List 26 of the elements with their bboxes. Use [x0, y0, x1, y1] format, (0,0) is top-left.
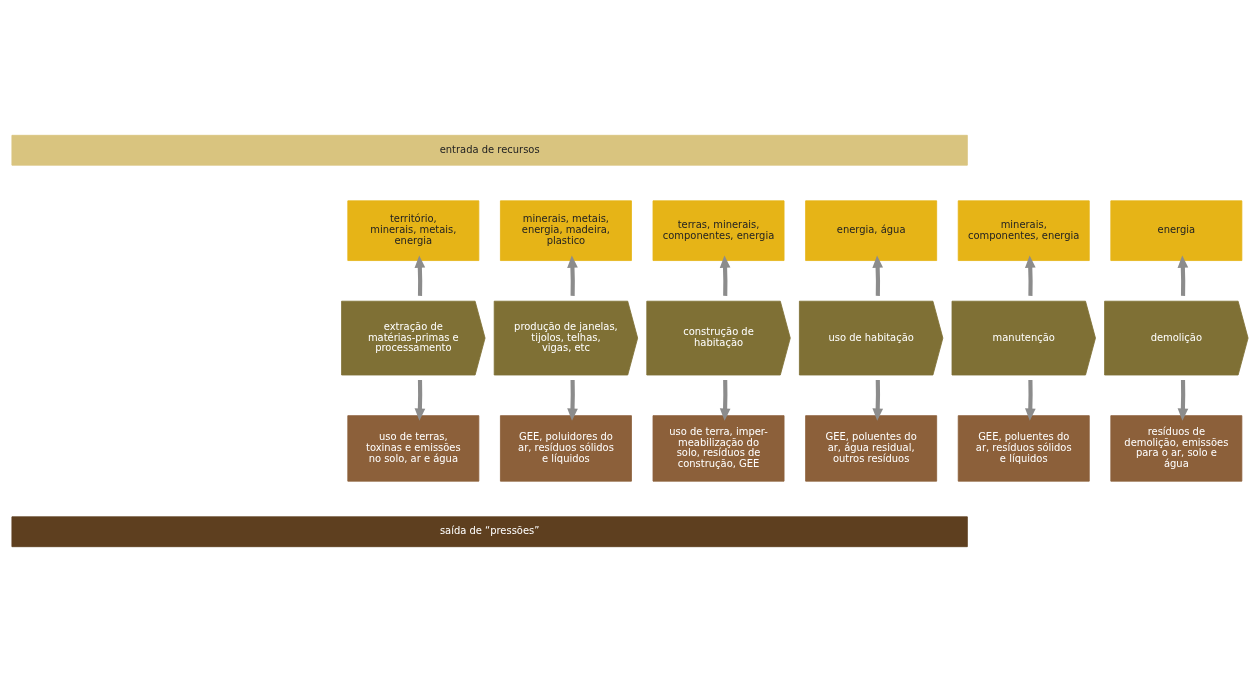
arrow: [567, 379, 578, 421]
arrow: [414, 255, 426, 296]
node-box: GEE, poluentes do ar, água residual, outros resíduos: [805, 415, 938, 482]
node-box: resíduos de demolição, emissões para o ar, solo e água: [1110, 415, 1243, 482]
node-box: GEE, poluidores do ar, resíduos sólidos e líquidos: [500, 415, 632, 482]
arrow: [1024, 255, 1036, 296]
node-box: entrada de recursos: [11, 134, 968, 166]
node-box: energia, água: [805, 200, 938, 261]
arrow: [719, 255, 731, 296]
node-box: uso de terra, imper-meabilização do solo, resíduos de construção, GEE: [652, 415, 785, 482]
node-box: energia: [1110, 200, 1243, 261]
node-box: terras, minerais, componentes, energia: [652, 200, 785, 261]
node-box: GEE, poluentes do ar, resíduos sólidos e líquidos: [957, 415, 1090, 482]
node-box: uso de terras, toxinas e emissões no solo, ar e água: [347, 415, 480, 482]
arrow: [1177, 255, 1189, 296]
arrow: [567, 255, 578, 296]
arrow: [1025, 379, 1036, 421]
node-box: minerais, componentes, energia: [957, 200, 1090, 261]
node-box: minerais, metais, energia, madeira, plastico: [500, 200, 632, 261]
node-box: território, minerais, metais, energia: [347, 200, 480, 261]
arrow: [719, 379, 731, 421]
node-box: saída de “pressões”: [11, 516, 968, 548]
arrow: [414, 379, 426, 421]
arrow: [1177, 379, 1189, 421]
arrow: [872, 379, 884, 421]
arrow: [872, 255, 884, 296]
